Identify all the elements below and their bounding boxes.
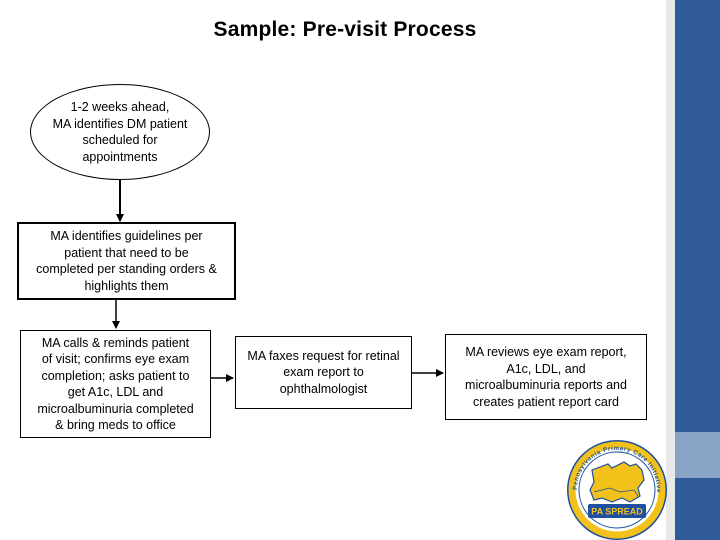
process-step-review-reports: MA reviews eye exam report, A1c, LDL, an…	[445, 334, 647, 420]
node-text: MA identifies guidelines per patient tha…	[36, 229, 217, 293]
node-text: MA calls & reminds patient of visit; con…	[37, 335, 194, 433]
node-text: MA faxes request for retinal exam report…	[247, 348, 400, 396]
side-band-gap	[675, 432, 720, 478]
logo-name: PA SPREAD	[591, 507, 643, 517]
side-band-blue-top	[675, 0, 720, 432]
slide-title: Sample: Pre-visit Process	[213, 18, 477, 41]
process-start-node: 1-2 weeks ahead, MA identifies DM patien…	[30, 84, 210, 180]
process-step-fax-request: MA faxes request for retinal exam report…	[235, 336, 412, 409]
node-text: 1-2 weeks ahead, MA identifies DM patien…	[52, 100, 188, 164]
pa-spread-logo: Pennsylvania Primary Care Initiative PA …	[567, 440, 667, 540]
side-band-blue-bottom	[675, 478, 720, 540]
node-text: MA reviews eye exam report, A1c, LDL, an…	[465, 345, 627, 409]
process-step-call-patient: MA calls & reminds patient of visit; con…	[20, 330, 211, 438]
process-step-identify-guidelines: MA identifies guidelines per patient tha…	[17, 222, 236, 300]
